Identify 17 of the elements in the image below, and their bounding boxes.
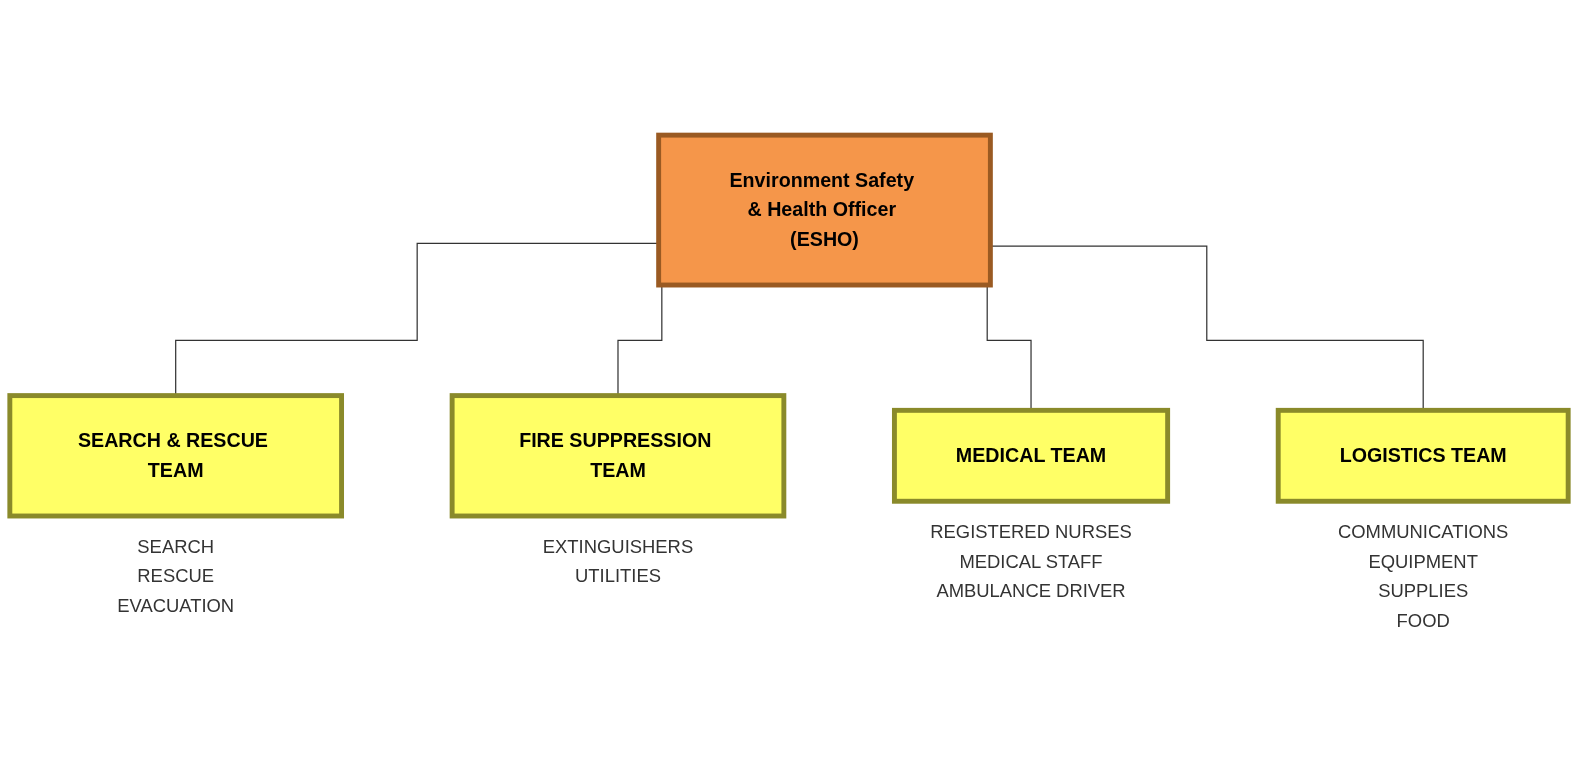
- team-duty-text: EVACUATION: [117, 594, 235, 616]
- node-box: LOGISTICS TEAM: [1275, 407, 1571, 504]
- team-duty-text: SUPPLIES: [1378, 580, 1469, 602]
- team-duty-text: UTILITIES: [575, 565, 661, 587]
- team-duty-text: AMBULANCE DRIVER: [936, 580, 1126, 602]
- team-duty-text: COMMUNICATIONS: [1338, 521, 1509, 543]
- node-box: MEDICAL TEAM: [891, 407, 1171, 504]
- team-duty-text: RESCUE: [137, 565, 215, 587]
- team-duty-text: REGISTERED NURSES: [930, 521, 1132, 543]
- team-duty-text: SEARCH: [137, 535, 215, 557]
- team-duty-text: EXTINGUISHERS: [542, 535, 694, 557]
- team-duty-text: MEDICAL STAFF: [959, 550, 1103, 572]
- team-duty-text: FOOD: [1396, 609, 1450, 631]
- node-box: FIRE SUPPRESSION TEAM: [449, 393, 787, 519]
- team-duty-text: EQUIPMENT: [1368, 550, 1478, 572]
- node-box: Environment Safety & Health Officer (ESHO): [656, 132, 993, 288]
- node-box: SEARCH & RESCUE TEAM: [7, 393, 344, 519]
